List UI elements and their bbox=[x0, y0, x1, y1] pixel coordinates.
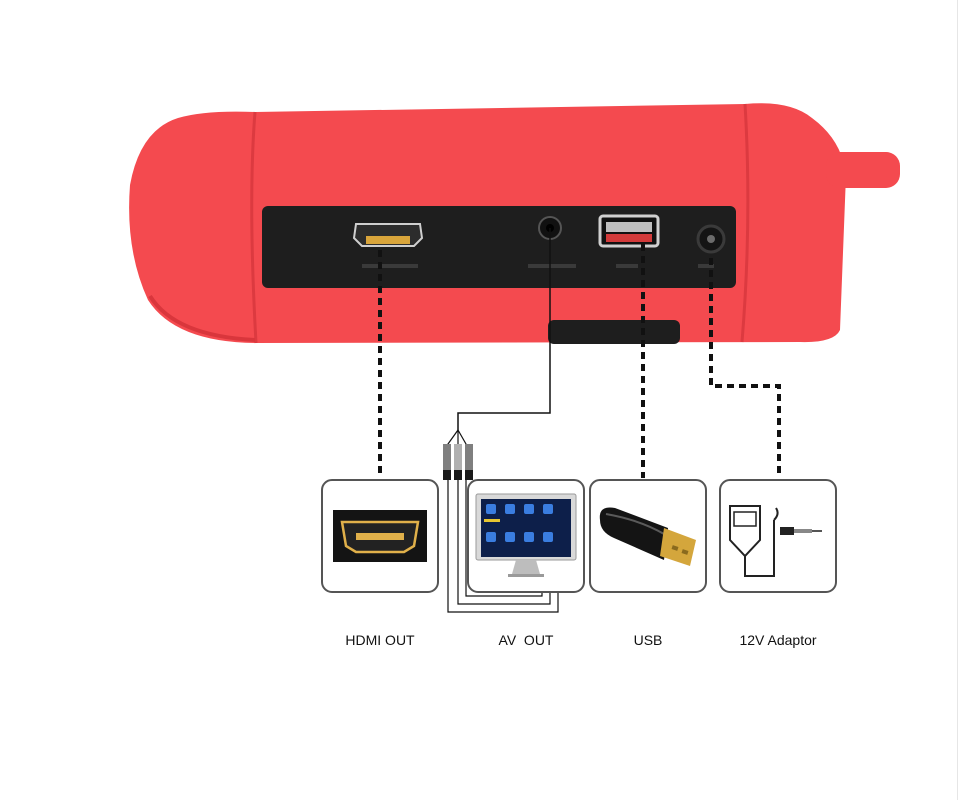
rca-plugs bbox=[443, 444, 473, 480]
port-panel bbox=[262, 206, 736, 288]
hdmi-icon bbox=[333, 510, 427, 562]
dc-jack bbox=[698, 226, 724, 252]
label-av-out: AV OUT bbox=[468, 632, 584, 648]
usb-port bbox=[600, 216, 658, 246]
label-12v-adaptor: 12V Adaptor bbox=[720, 632, 836, 648]
page-edge-divider bbox=[957, 0, 958, 800]
hdmi-port bbox=[354, 224, 422, 246]
label-hdmi-out: HDMI OUT bbox=[322, 632, 438, 648]
label-usb: USB bbox=[590, 632, 706, 648]
